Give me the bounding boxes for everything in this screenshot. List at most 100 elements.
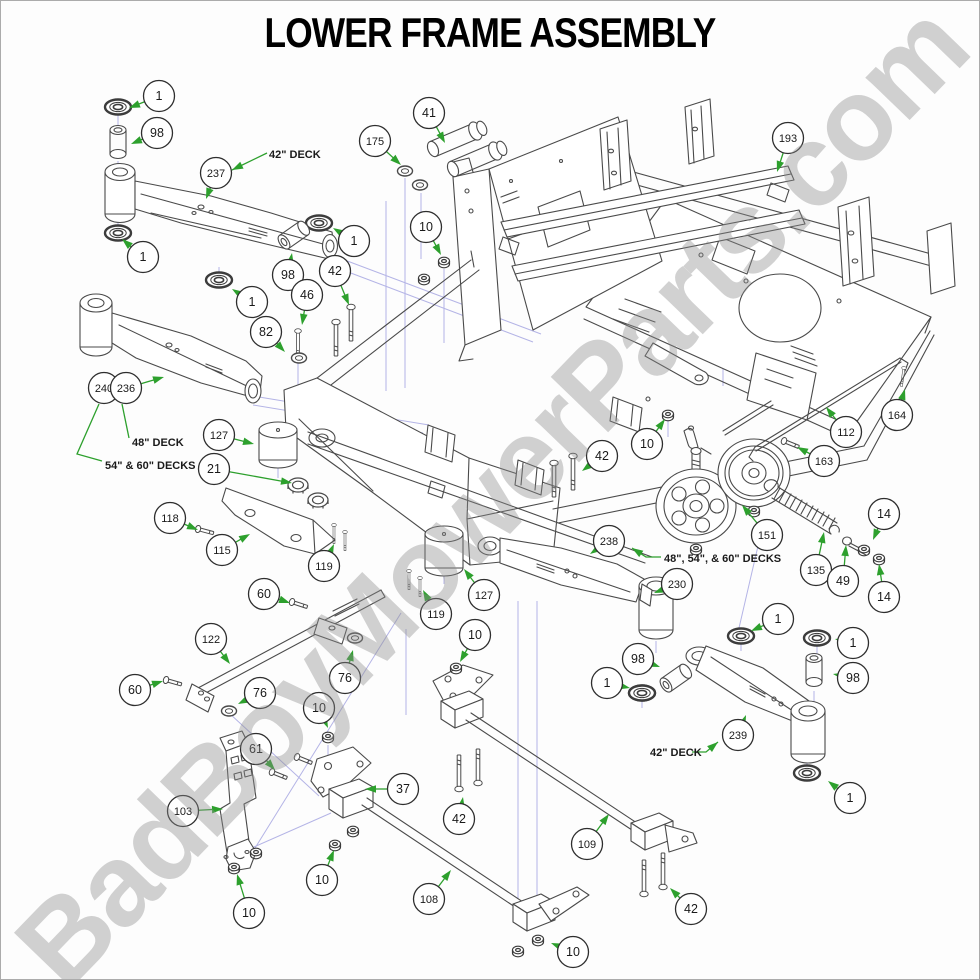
callout-109: 109 (570, 814, 609, 861)
callout-151: 151 (742, 505, 784, 552)
svg-text:1: 1 (604, 676, 611, 690)
svg-text:42: 42 (452, 812, 466, 826)
svg-text:49: 49 (836, 574, 850, 588)
callout-127: 127 (464, 569, 501, 612)
svg-text:109: 109 (578, 839, 596, 851)
svg-text:236: 236 (117, 383, 135, 395)
callout-42: 42 (318, 254, 352, 305)
svg-text:98: 98 (150, 126, 164, 140)
callout-98: 98 (833, 661, 870, 695)
idler-pulleys-drawing (655, 438, 791, 556)
svg-text:98: 98 (846, 671, 860, 685)
svg-text:76: 76 (253, 686, 267, 700)
deck-label-0: 42" DECK (231, 149, 321, 171)
spring-and-eyebolt-drawing (763, 479, 886, 566)
svg-text:60: 60 (257, 587, 271, 601)
swing-arm-239-drawing (685, 627, 832, 782)
lower-frame-drawing (283, 98, 956, 566)
svg-text:164: 164 (888, 410, 906, 422)
callout-49: 49 (826, 545, 860, 598)
callout-240: 240 (87, 371, 121, 405)
callout-60: 60 (247, 577, 290, 611)
svg-text:119: 119 (315, 561, 333, 573)
callout-1: 1 (590, 666, 630, 700)
swing-arm-237-drawing (103, 98, 339, 289)
svg-text:1: 1 (847, 791, 854, 805)
svg-text:54" & 60" DECKS: 54" & 60" DECKS (105, 460, 196, 472)
svg-text:193: 193 (779, 133, 797, 145)
deck-label-2: 54" & 60" DECKS (76, 403, 196, 472)
svg-text:48", 54", & 60" DECKS: 48", 54", & 60" DECKS (664, 553, 781, 565)
svg-text:127: 127 (475, 590, 493, 602)
callout-1: 1 (129, 79, 176, 113)
svg-text:76: 76 (338, 671, 352, 685)
callout-76: 76 (328, 650, 362, 695)
callout-46: 46 (290, 278, 324, 325)
svg-text:48" DECK: 48" DECK (132, 437, 184, 449)
callout-237: 237 (199, 156, 233, 199)
callout-193: 193 (771, 121, 805, 172)
svg-text:14: 14 (877, 507, 891, 521)
callout-98: 98 (621, 642, 660, 676)
svg-text:98: 98 (631, 652, 645, 666)
svg-text:108: 108 (420, 894, 438, 906)
callout-103: 103 (166, 794, 223, 828)
callout-1: 1 (751, 602, 795, 636)
callout-10: 10 (458, 618, 492, 662)
callout-238: 238 (590, 524, 626, 558)
svg-text:1: 1 (249, 295, 256, 309)
callout-82: 82 (249, 315, 285, 352)
svg-text:1: 1 (156, 89, 163, 103)
svg-text:61: 61 (249, 742, 263, 756)
svg-text:163: 163 (815, 456, 833, 468)
swing-arm-236-240-drawing (79, 293, 263, 404)
callout-41: 41 (412, 96, 446, 143)
callout-1: 1 (835, 626, 870, 660)
callout-42: 42 (582, 439, 619, 473)
deck-label-1: 48" DECK (121, 403, 184, 449)
callout-163: 163 (797, 444, 841, 478)
bottom-linkage-drawing (162, 589, 698, 958)
svg-text:239: 239 (729, 730, 747, 742)
callout-10: 10 (302, 691, 336, 728)
svg-text:240: 240 (95, 383, 113, 395)
callout-236: 236 (109, 371, 164, 405)
callout-98: 98 (131, 116, 174, 150)
callout-164: 164 (880, 389, 914, 432)
callout-42: 42 (670, 888, 708, 926)
svg-text:238: 238 (600, 536, 618, 548)
svg-text:10: 10 (242, 906, 256, 920)
svg-text:118: 118 (161, 513, 179, 525)
svg-text:60: 60 (128, 683, 142, 697)
deck-label-4: 42" DECK (650, 741, 719, 759)
svg-text:119: 119 (427, 609, 445, 621)
callout-119: 119 (419, 590, 453, 631)
callout-135: 135 (799, 532, 833, 587)
svg-text:82: 82 (259, 325, 273, 339)
svg-text:42: 42 (684, 902, 698, 916)
shim-230-drawing (639, 583, 653, 607)
belt-guide-rods-drawing (722, 357, 909, 462)
svg-text:122: 122 (202, 634, 220, 646)
callout-10: 10 (409, 210, 443, 255)
svg-text:41: 41 (422, 106, 436, 120)
svg-text:10: 10 (468, 628, 482, 642)
callout-10: 10 (551, 935, 590, 969)
svg-text:42" DECK: 42" DECK (650, 747, 702, 759)
svg-text:135: 135 (807, 565, 825, 577)
svg-text:10: 10 (566, 945, 580, 959)
callout-1: 1 (122, 239, 160, 274)
svg-text:151: 151 (758, 530, 776, 542)
page-title: LOWER FRAME ASSEMBLY (264, 9, 716, 56)
callout-37: 37 (365, 772, 420, 806)
callout-118: 118 (153, 501, 198, 535)
callout-61: 61 (239, 732, 275, 770)
svg-text:230: 230 (668, 579, 686, 591)
svg-text:1: 1 (775, 612, 782, 626)
roller-and-skid-drawing (194, 256, 464, 597)
swing-arm-238-drawing (477, 536, 695, 702)
callout-108: 108 (412, 870, 451, 916)
callout-21: 21 (197, 452, 292, 486)
callout-14: 14 (867, 497, 901, 540)
